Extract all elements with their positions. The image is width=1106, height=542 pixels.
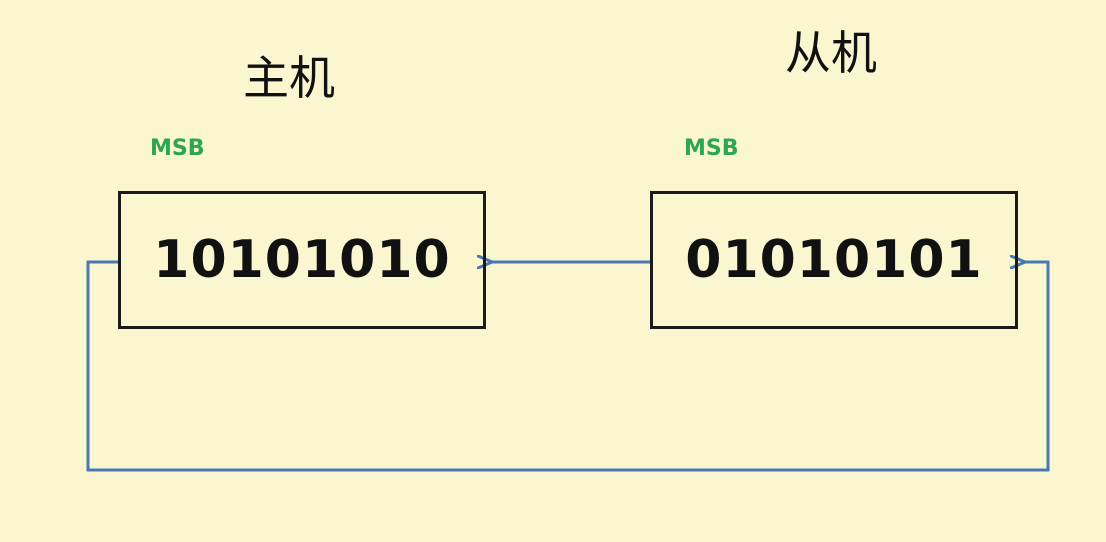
- master-msb-label: MSB: [150, 136, 205, 161]
- slave-shift-register: 01010101: [650, 191, 1018, 329]
- master-title: 主机: [243, 51, 335, 105]
- master-shift-register: 10101010: [118, 191, 486, 329]
- slave-msb-label: MSB: [684, 136, 739, 161]
- master-to-slave-loop-arrow: [86, 262, 1050, 472]
- master-register-value: 10101010: [153, 230, 451, 290]
- slave-register-value: 01010101: [685, 230, 983, 290]
- slave-title: 从机: [785, 26, 877, 80]
